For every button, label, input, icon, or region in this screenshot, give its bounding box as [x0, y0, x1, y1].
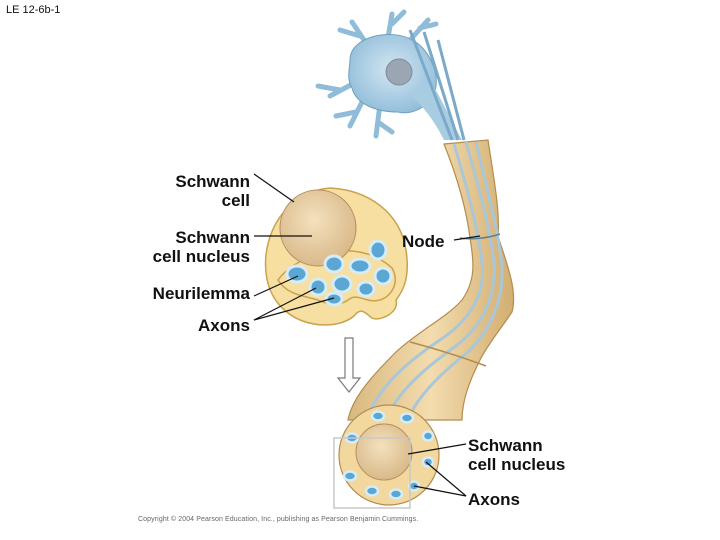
label-schwann-cell-nucleus-right: Schwann cell nucleus	[468, 436, 566, 474]
nerve-fiber	[347, 139, 515, 421]
nerve-cross-section	[333, 404, 440, 509]
neuron-cell-body	[315, 9, 466, 141]
label-schwann-cell: Schwann cell	[175, 172, 250, 210]
neuron-nucleus	[385, 58, 413, 86]
label-neurilemma: Neurilemma	[152, 284, 250, 303]
leader-lines	[253, 173, 481, 497]
copyright: Copyright © 2004 Pearson Education, Inc.…	[138, 516, 419, 523]
zoom-box	[333, 437, 411, 509]
label-node: Node	[402, 232, 445, 251]
label-axons-right: Axons	[468, 490, 520, 509]
label-axons-left: Axons	[198, 316, 250, 335]
slide-id: LE 12-6b-1	[6, 4, 61, 16]
down-arrow-icon	[336, 337, 362, 393]
label-schwann-cell-nucleus-left: Schwann cell nucleus	[152, 228, 250, 266]
schwann-cell-enlarged	[264, 187, 408, 326]
